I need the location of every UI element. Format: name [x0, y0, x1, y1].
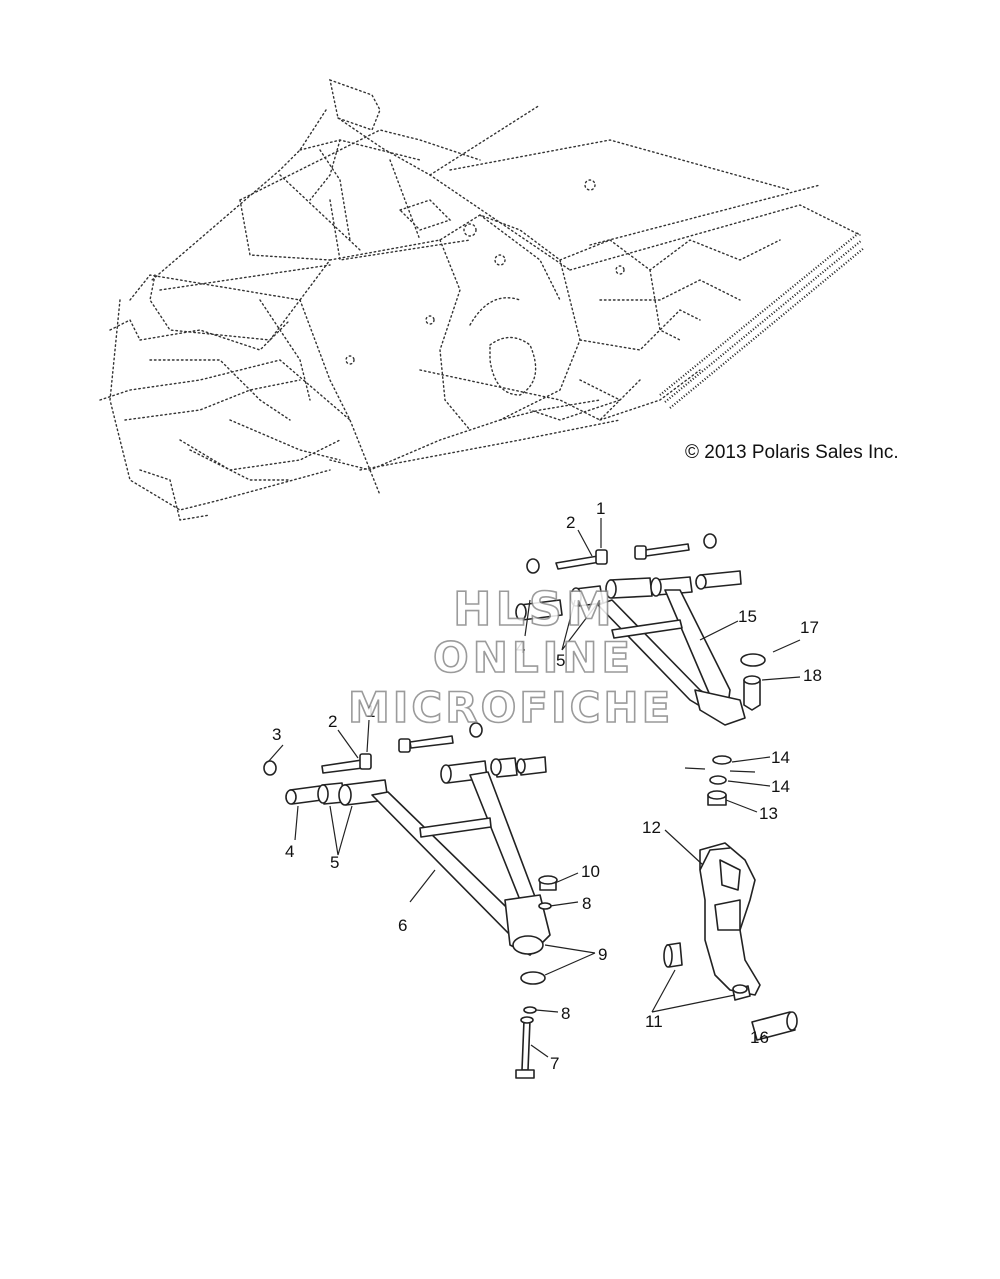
callout-10: 10	[581, 862, 600, 881]
watermark: HLSM ONLINE MICROFICHE	[347, 581, 673, 733]
callout-16: 16	[750, 1028, 769, 1047]
callout-15: 15	[738, 607, 757, 626]
callout-8-lower: 8	[561, 1004, 570, 1023]
watermark-line-2: ONLINE	[433, 633, 634, 682]
callout-3: 3	[272, 725, 281, 744]
spindle-assembly	[663, 842, 798, 1041]
callout-2-upper: 2	[566, 513, 575, 532]
callout-7: 7	[550, 1054, 559, 1073]
callout-4-lower: 4	[285, 842, 294, 861]
chassis-frame	[99, 78, 865, 521]
callout-12: 12	[642, 818, 661, 837]
callout-13: 13	[759, 804, 778, 823]
callout-14-a: 14	[771, 748, 790, 767]
callout-8-upper: 8	[582, 894, 591, 913]
watermark-line-3: MICROFICHE	[348, 683, 673, 732]
callout-5-lower: 5	[330, 853, 339, 872]
copyright-notice: © 2013 Polaris Sales Inc.	[685, 442, 899, 463]
callout-1-lower: 1	[366, 702, 375, 721]
callout-2-lower: 2	[328, 712, 337, 731]
upper-a-arm-assembly	[515, 533, 766, 806]
callout-6: 6	[398, 916, 407, 935]
watermark-line-1: HLSM	[453, 582, 616, 636]
callout-9: 9	[598, 945, 607, 964]
callout-5-upper: 5	[556, 651, 565, 670]
callout-1-upper: 1	[596, 499, 605, 518]
callout-14-b: 14	[771, 777, 790, 796]
leader-lines	[267, 518, 801, 1058]
callout-11: 11	[645, 1012, 663, 1031]
callout-4-upper: 4	[516, 638, 525, 657]
lower-a-arm-assembly	[263, 722, 558, 1079]
callout-numbers: 1 2 4 5 15 17 18 14 14 13 1 2 3 4 5 6 10…	[272, 499, 822, 1073]
callout-17: 17	[800, 618, 819, 637]
callout-18: 18	[803, 666, 822, 685]
